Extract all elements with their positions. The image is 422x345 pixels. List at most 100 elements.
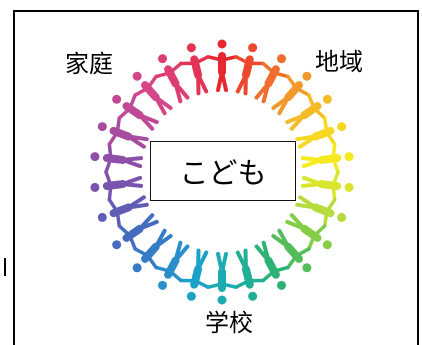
- person-head: [337, 122, 347, 132]
- person-arm: [145, 74, 158, 90]
- person-figure: [154, 240, 190, 290]
- person-arm: [324, 198, 337, 214]
- person-arm: [312, 106, 327, 120]
- center-label-box: こども: [150, 141, 296, 201]
- person-arm: [107, 130, 120, 146]
- person-figure: [300, 142, 354, 174]
- person-head: [158, 54, 168, 64]
- person-head: [97, 122, 107, 132]
- person-arm: [145, 254, 158, 270]
- person-figure: [154, 54, 190, 104]
- person-arm: [104, 170, 113, 188]
- person-figure: [295, 116, 347, 149]
- person-arm: [261, 269, 276, 283]
- person-arm: [154, 265, 172, 273]
- person-figure: [300, 170, 354, 202]
- person-head: [217, 295, 227, 305]
- person-head: [322, 240, 332, 250]
- person-head: [344, 152, 354, 162]
- person-arm: [234, 55, 251, 66]
- person-arm: [322, 116, 329, 135]
- person-arm: [294, 86, 311, 97]
- person-arm: [272, 265, 290, 273]
- person-head: [302, 263, 312, 273]
- person-arm: [133, 247, 150, 258]
- person-figure: [234, 43, 265, 96]
- person-arm: [331, 170, 340, 188]
- person-arm: [193, 55, 210, 66]
- person-arm: [206, 282, 224, 289]
- person-arm: [294, 247, 311, 258]
- person-arm: [115, 209, 122, 228]
- person-arm: [307, 93, 316, 111]
- person-arm: [133, 86, 150, 97]
- person-arm: [206, 55, 224, 62]
- person-head: [132, 71, 142, 81]
- person-arm: [107, 183, 113, 202]
- person-arm: [272, 71, 290, 79]
- person-figure: [97, 195, 149, 228]
- person-arm: [220, 55, 238, 62]
- person-arm: [115, 116, 122, 135]
- person-figure: [90, 170, 144, 202]
- person-arm: [104, 156, 113, 174]
- diagram-frame: [13, 10, 419, 345]
- person-head: [90, 152, 100, 162]
- person-head: [112, 94, 122, 104]
- person-arm: [117, 106, 132, 120]
- person-head: [337, 212, 347, 222]
- person-figure: [285, 93, 332, 131]
- person-arm: [324, 130, 337, 146]
- person-arm: [312, 224, 327, 238]
- person-head: [322, 94, 332, 104]
- label-home: 家庭: [65, 50, 113, 78]
- person-arm: [128, 233, 137, 251]
- label-school: 学校: [205, 309, 253, 337]
- person-head: [276, 280, 286, 290]
- person-arm: [261, 61, 276, 75]
- person-arm: [331, 142, 337, 161]
- person-head: [276, 54, 286, 64]
- person-figure: [179, 43, 210, 96]
- person-arm: [286, 254, 299, 270]
- person-head: [248, 291, 258, 301]
- person-figure: [254, 240, 290, 290]
- person-arm: [331, 156, 340, 174]
- person-figure: [271, 71, 312, 116]
- person-head: [132, 263, 142, 273]
- person-arm: [307, 233, 316, 251]
- person-arm: [234, 278, 251, 289]
- person-figure: [295, 195, 347, 228]
- label-community: 地域: [315, 48, 363, 76]
- person-arm: [107, 142, 113, 161]
- person-head: [302, 71, 312, 81]
- person-figure: [234, 248, 265, 301]
- person-figure: [206, 252, 238, 305]
- person-arm: [117, 224, 132, 238]
- center-label: こども: [179, 156, 267, 190]
- person-figure: [97, 116, 149, 149]
- person-head: [112, 240, 122, 250]
- person-figure: [112, 93, 159, 131]
- person-arm: [220, 282, 238, 289]
- person-figure: [132, 228, 173, 273]
- person-head: [90, 182, 100, 192]
- person-arm: [322, 209, 329, 228]
- person-figure: [206, 39, 238, 92]
- person-figure: [254, 54, 290, 104]
- person-arm: [128, 93, 137, 111]
- person-arm: [168, 269, 183, 283]
- person-head: [186, 43, 196, 53]
- person-figure: [285, 213, 332, 251]
- person-head: [248, 43, 258, 53]
- edge-mark: [4, 258, 6, 276]
- person-head: [344, 182, 354, 192]
- person-head: [158, 280, 168, 290]
- person-arm: [193, 278, 210, 289]
- person-figure: [112, 213, 159, 251]
- person-head: [186, 291, 196, 301]
- person-arm: [107, 198, 120, 214]
- person-figure: [90, 142, 144, 174]
- person-arm: [168, 61, 183, 75]
